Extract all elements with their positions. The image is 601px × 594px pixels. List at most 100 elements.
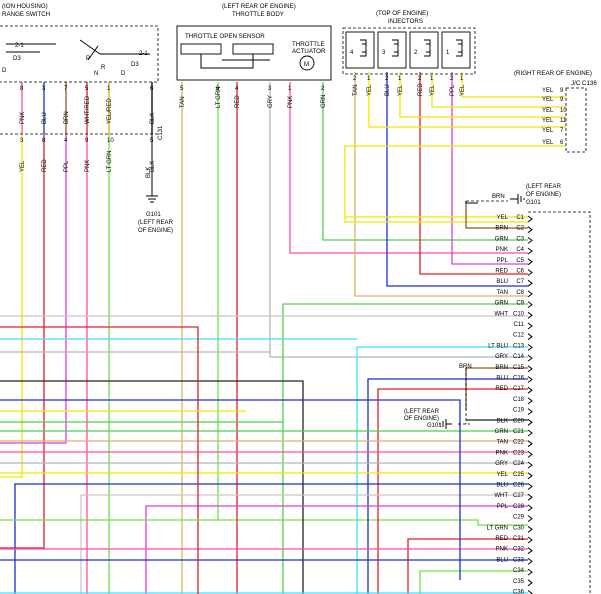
wire-pnk-tb [289, 82, 528, 254]
g101-top-lead [465, 201, 478, 204]
connector-pin-number: C5 [516, 258, 524, 264]
range-switch-wire-label: PNK [20, 112, 26, 124]
g101-mid-label: G101 [427, 423, 442, 429]
wire-red-c31 [407, 538, 528, 594]
range-switch-bottom-pin: 8 [42, 138, 46, 144]
connector-wire-label: PPL [497, 504, 509, 510]
injector-number: 4 [350, 50, 354, 56]
connector-pin-arrow [527, 333, 533, 341]
connector-pin-arrow [527, 354, 533, 362]
wire-yel-inj1 [368, 72, 566, 128]
range-switch-bottom-pin: 4 [64, 138, 68, 144]
ground-g101-mid: BRN (LEFT REAR OF ENGINE) G101 [404, 364, 472, 429]
injector-wire-label: YEL [398, 84, 404, 96]
injector-pin: 1 [398, 76, 402, 82]
connector-pin-arrow [527, 311, 533, 319]
wire-gry-tb [269, 82, 528, 358]
injectors-title: INJECTORS [388, 18, 423, 25]
connector-pin-arrow [527, 568, 533, 576]
wire-red-c17 [377, 388, 528, 594]
connector-wire-label: YEL [497, 215, 509, 221]
range-switch-pin: 7 [64, 86, 68, 92]
connector-pin-arrow [527, 418, 533, 426]
range-switch-housing-label: (ION HOUSING) [2, 3, 48, 10]
connector-pin-arrow [527, 483, 533, 490]
connector-wire-label: GRY [495, 354, 508, 360]
range-switch-bottom-wire-label: RED [42, 159, 48, 172]
connector-wire-label: GRY [495, 461, 508, 467]
connector-pin-number: C35 [513, 579, 525, 585]
connector-pin-arrow [527, 525, 533, 533]
connector-pin-number: C25 [513, 472, 525, 478]
connector-pin-arrow [527, 301, 533, 308]
range-switch-wire-label: YEL/RED [107, 98, 113, 124]
connector-pin-arrow [527, 408, 533, 415]
connector-wire-label: PNK [496, 547, 508, 553]
injectors-location: (TOP OF ENGINE) [376, 10, 428, 17]
range-switch-wire-label: WHT/RED [85, 95, 91, 124]
connector-wire-label: LT GRN [487, 525, 508, 531]
range-switch-bottom-pin: 3 [20, 138, 24, 144]
switch-pos-21b: 2-1 [139, 51, 148, 57]
range-switch-bottom-wire-label: BLK [150, 161, 156, 172]
wire-ltgrn-c34 [419, 570, 528, 594]
main-connector-box [528, 211, 591, 594]
injector-wire-label: RED [418, 83, 424, 96]
switch-pos-d3a: D3 [13, 56, 21, 62]
connector-wire-label: WHT [494, 311, 508, 317]
jc-pin-number: 9 [560, 88, 564, 94]
range-switch-label: RANGE SWITCH [2, 11, 50, 18]
connector-pin-number: C19 [513, 408, 525, 414]
ground-symbol-left [146, 195, 158, 203]
wire-ppl-c28 [145, 505, 528, 594]
connector-pin-number: C18 [513, 397, 525, 403]
connector-pin-number: C1 [516, 215, 524, 221]
switch-pos-p: P [86, 56, 90, 62]
connector-pin-arrow [527, 365, 533, 373]
connector-wire-label: WHT [494, 493, 508, 499]
range-switch-wire-label: BLU [42, 112, 48, 124]
range-switch-bottom-wire-label: PNK [85, 160, 91, 172]
throttle-body-pin: 3 [268, 86, 272, 92]
wire-blu-c16 [367, 378, 528, 594]
connector-wire-label: GRN [495, 429, 508, 435]
connector-pin-number: C14 [513, 354, 525, 360]
jc-wire-label: YEL [542, 140, 554, 146]
connector-pin-arrow [527, 536, 533, 544]
g101-top-wire-label: BRN [492, 194, 505, 200]
connector-pin-number: C12 [513, 333, 525, 339]
g101-mid-loc-2: OF ENGINE) [404, 416, 439, 422]
injector-wire-label: YEL [460, 84, 466, 96]
connector-pin-arrow [527, 376, 533, 383]
connector-pin-number: C4 [516, 247, 524, 253]
wire-wht-c27 [80, 494, 528, 594]
connector-pin-number: C17 [513, 386, 525, 392]
connector-wire-label: PPL [497, 258, 509, 264]
injector-coil-icon [392, 39, 399, 57]
range-switch: (ION HOUSING) RANGE SWITCH 2-1 D3 D P N … [0, 3, 174, 234]
throttle-body-wire-label: TAN [180, 96, 186, 108]
connector-pin-number: C28 [513, 504, 525, 510]
connector-wire-label: RED [495, 536, 508, 542]
wire-yel-jc [344, 145, 566, 223]
connector-pin-number: C33 [513, 557, 525, 563]
range-switch-pin: 3 [42, 86, 46, 92]
range-switch-pin: 8 [20, 86, 24, 92]
range-switch-bottom-wire-label: LT GRN [107, 151, 113, 172]
connector-pin-arrow [527, 397, 533, 405]
jc-pin-number: 9 [560, 97, 564, 103]
connector-wire-label: TAN [496, 290, 508, 296]
range-switch-bottom-pin: 10 [107, 138, 114, 144]
connector-wire-label: LT BLU [488, 343, 508, 349]
connector-pin-arrow [527, 493, 533, 501]
connector-pin-arrow [527, 472, 533, 480]
connector-pin-arrow [527, 322, 533, 330]
connector-wire-label: TAN [496, 440, 508, 446]
connector-wire-label: BLU [496, 376, 508, 382]
throttle-body-pin: 2 [321, 86, 325, 92]
